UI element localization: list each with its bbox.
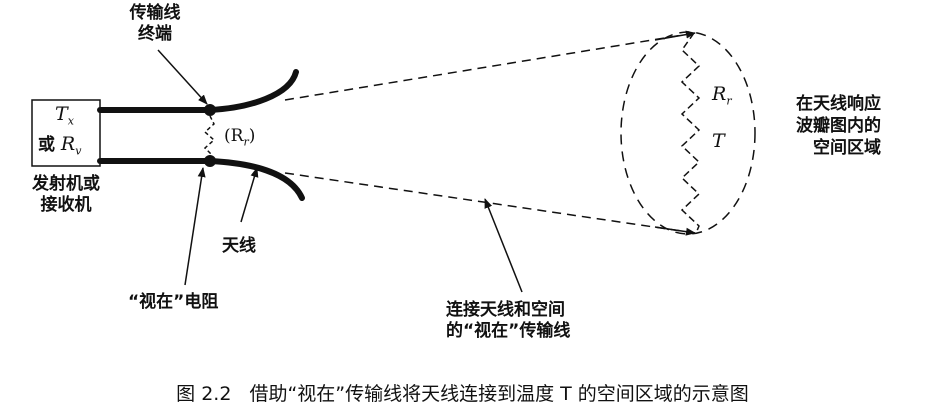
label-antenna: 天线 xyxy=(222,236,256,256)
label-space-region: 在天线响应 波瓣图内的 空间区域 xyxy=(796,94,881,158)
box-label-rv: 或 Rv xyxy=(38,133,82,158)
transmitter-receiver-box xyxy=(31,99,101,167)
label-virtual-resistor: “视在”电阻 xyxy=(128,292,219,312)
label-rr-virtual: (Rr) xyxy=(224,126,256,149)
terminal-top xyxy=(204,104,216,116)
box-label-tx: Tx xyxy=(55,103,74,128)
virtual-transmission-line xyxy=(284,32,696,234)
space-region-ellipse xyxy=(620,31,756,235)
label-connecting-line: 连接天线和空间 的“视在”传输线 xyxy=(446,300,571,341)
figure-number: 图 2.2 xyxy=(176,383,232,405)
virtual-resistor xyxy=(203,115,216,156)
figure-caption: 图 2.2 借助“视在”传输线将天线连接到温度 T 的空间区域的示意图 xyxy=(0,379,925,406)
radiation-resistor xyxy=(680,32,701,234)
leader-arrows xyxy=(157,49,523,293)
label-temperature: T xyxy=(712,130,725,152)
antenna-conductors xyxy=(207,69,305,201)
terminal-bottom xyxy=(204,155,216,167)
antenna-diagram xyxy=(31,30,756,293)
figure-caption-text: 借助“视在”传输线将天线连接到温度 T 的空间区域的示意图 xyxy=(249,383,749,405)
transmission-line xyxy=(97,107,213,164)
label-transmitter-receiver: 发射机或 接收机 xyxy=(32,174,100,215)
label-rr: Rr xyxy=(712,83,732,108)
label-line-termination: 传输线 终端 xyxy=(129,3,181,44)
